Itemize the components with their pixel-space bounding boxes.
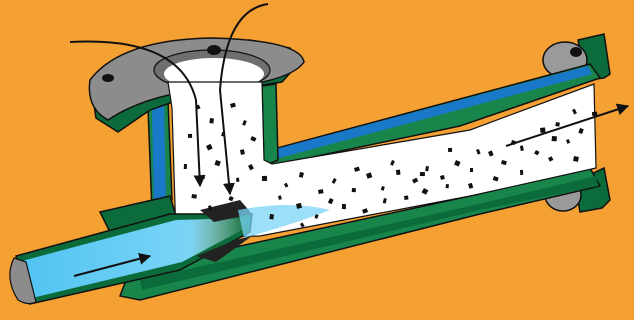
particle — [342, 204, 346, 209]
particle — [555, 122, 560, 127]
particle — [396, 170, 400, 175]
particle — [269, 214, 274, 219]
particle — [209, 118, 214, 123]
particle — [470, 168, 473, 172]
particle — [188, 134, 192, 138]
particle — [262, 176, 267, 181]
bolt-hole-icon — [570, 47, 582, 57]
particle — [318, 189, 324, 194]
particle — [573, 156, 579, 162]
bolt-hole-icon — [102, 74, 114, 82]
particle — [184, 164, 187, 169]
particle — [448, 148, 452, 152]
particle — [352, 188, 356, 192]
bolt-hole-icon — [207, 45, 221, 55]
particle — [236, 178, 239, 182]
particle — [191, 194, 197, 199]
particle — [420, 172, 425, 176]
particle — [520, 170, 523, 175]
particle — [446, 184, 449, 188]
particle — [552, 136, 557, 141]
particle — [540, 127, 546, 133]
particle — [404, 195, 409, 200]
